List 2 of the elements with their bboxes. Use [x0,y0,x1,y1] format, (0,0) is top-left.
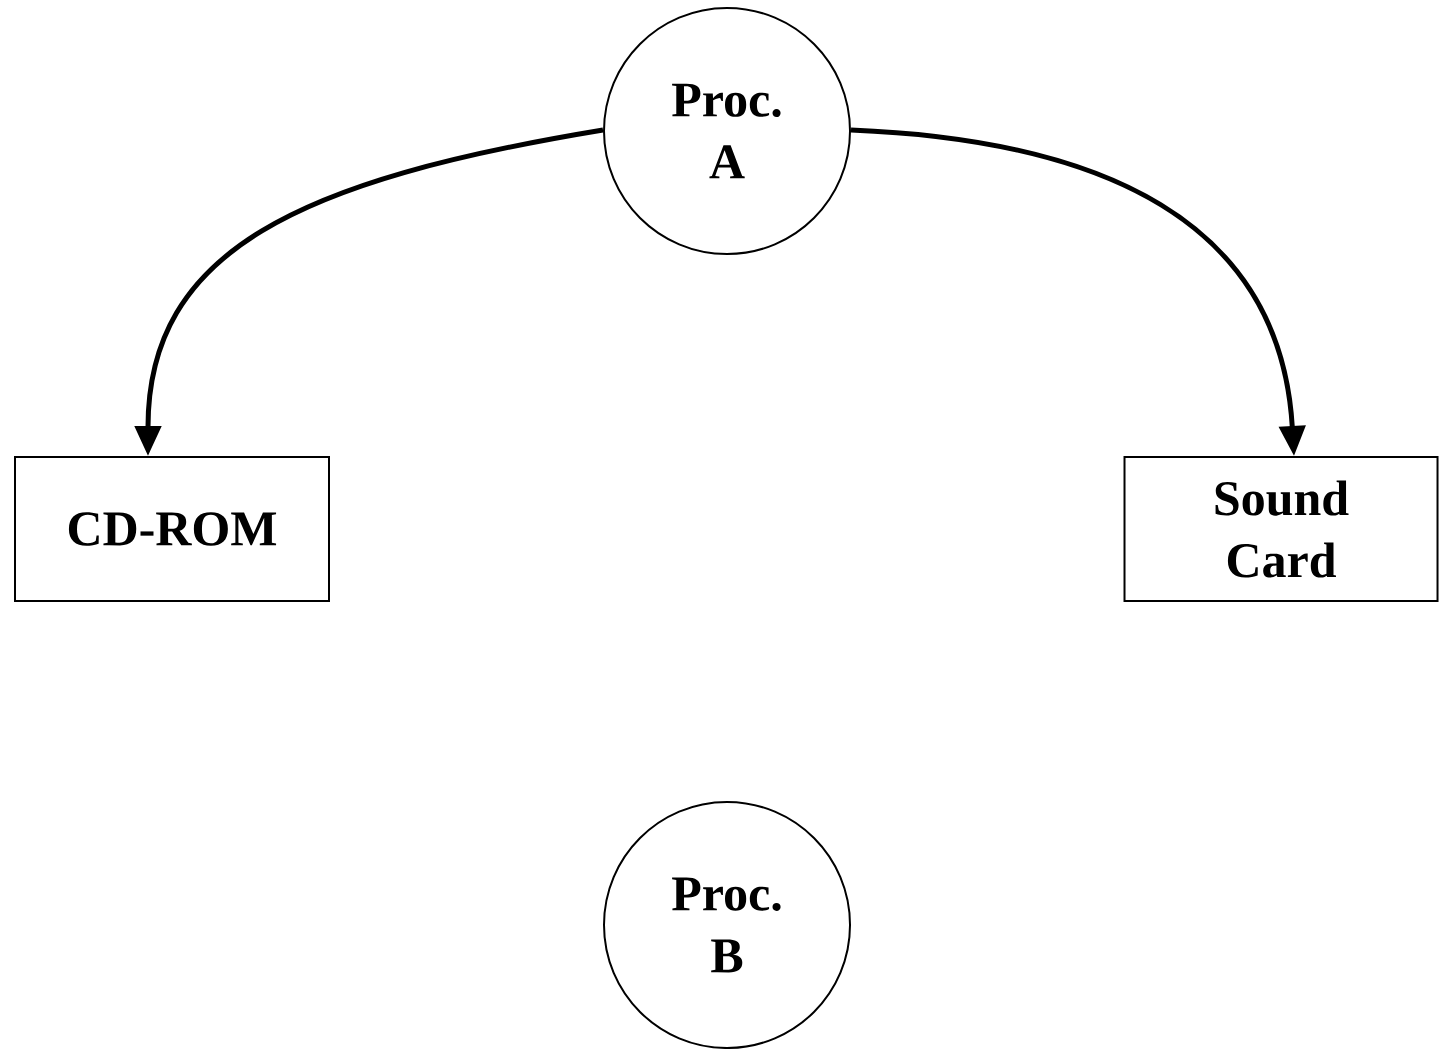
component-box: CD-ROM [14,456,330,602]
component-box: Sound Card [1123,456,1439,602]
